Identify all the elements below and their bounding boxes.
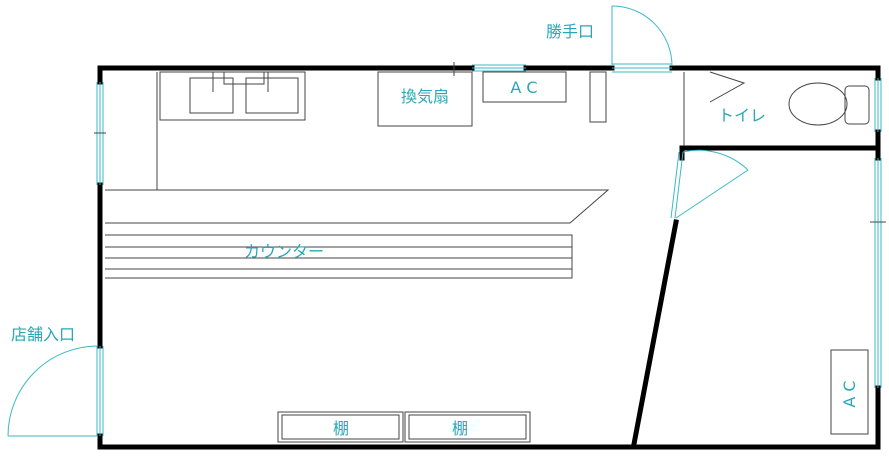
shelf-2-label: 棚 <box>452 419 468 438</box>
toilet-door <box>670 149 749 219</box>
counter: カウンター <box>105 189 610 279</box>
back-door <box>611 5 673 73</box>
diagonal-partition <box>631 219 679 447</box>
shelf-1-label: 棚 <box>333 419 349 438</box>
cabinet <box>589 71 607 123</box>
ventilation-fan-label: 換気扇 <box>401 87 449 106</box>
shelves: 棚 棚 <box>277 411 531 443</box>
ac-top-label: A C <box>510 78 537 97</box>
back-door-label: 勝手口 <box>546 22 594 41</box>
ac-top: A C <box>482 71 567 103</box>
ventilation-fan: 換気扇 <box>377 71 473 127</box>
store-entrance-door <box>7 345 104 437</box>
counter-label: カウンター <box>244 242 324 261</box>
store-entrance-label: 店舗入口 <box>11 325 75 344</box>
ac-right: A C <box>830 349 869 435</box>
windows <box>94 62 886 388</box>
ac-right-label: A C <box>840 380 859 407</box>
sink <box>156 71 306 190</box>
outer-walls <box>97 65 881 450</box>
toilet-label: トイレ <box>718 106 766 125</box>
toilet-fixture <box>788 82 870 126</box>
toilet-room: トイレ <box>683 71 870 146</box>
